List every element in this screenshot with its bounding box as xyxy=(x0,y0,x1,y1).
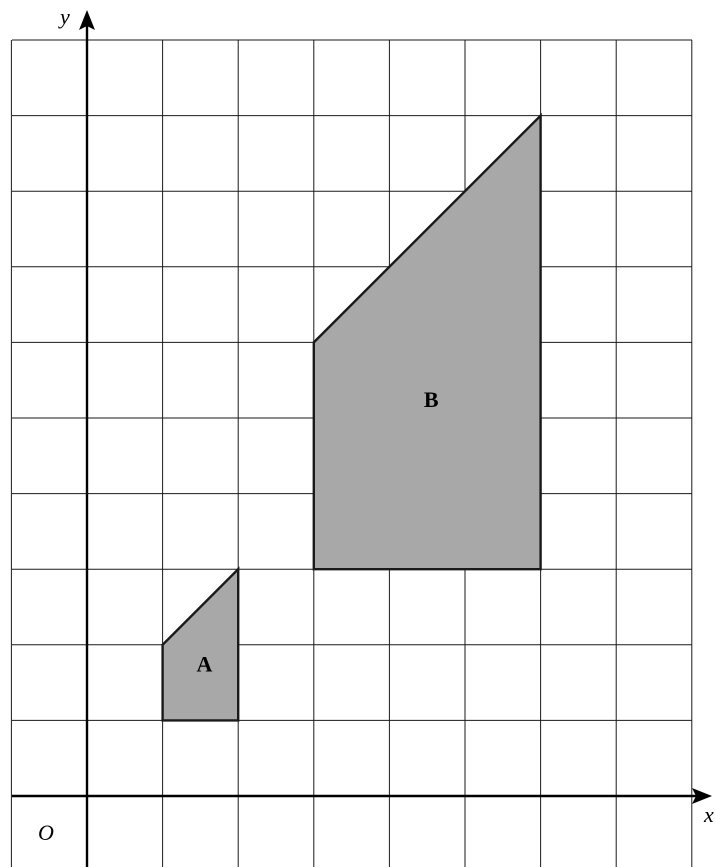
shape-a-label: A xyxy=(196,652,212,677)
x-axis-label: x xyxy=(703,802,714,827)
shape-b xyxy=(312,112,542,571)
shapes: AB xyxy=(161,112,542,722)
origin-label: O xyxy=(38,820,54,845)
shape-b-label: B xyxy=(424,387,439,412)
x-axis-arrow-icon xyxy=(692,788,712,804)
axes: x y O xyxy=(12,4,714,867)
y-axis-arrow-icon xyxy=(79,10,95,30)
shape-a xyxy=(161,566,240,722)
y-axis-label: y xyxy=(58,4,70,29)
